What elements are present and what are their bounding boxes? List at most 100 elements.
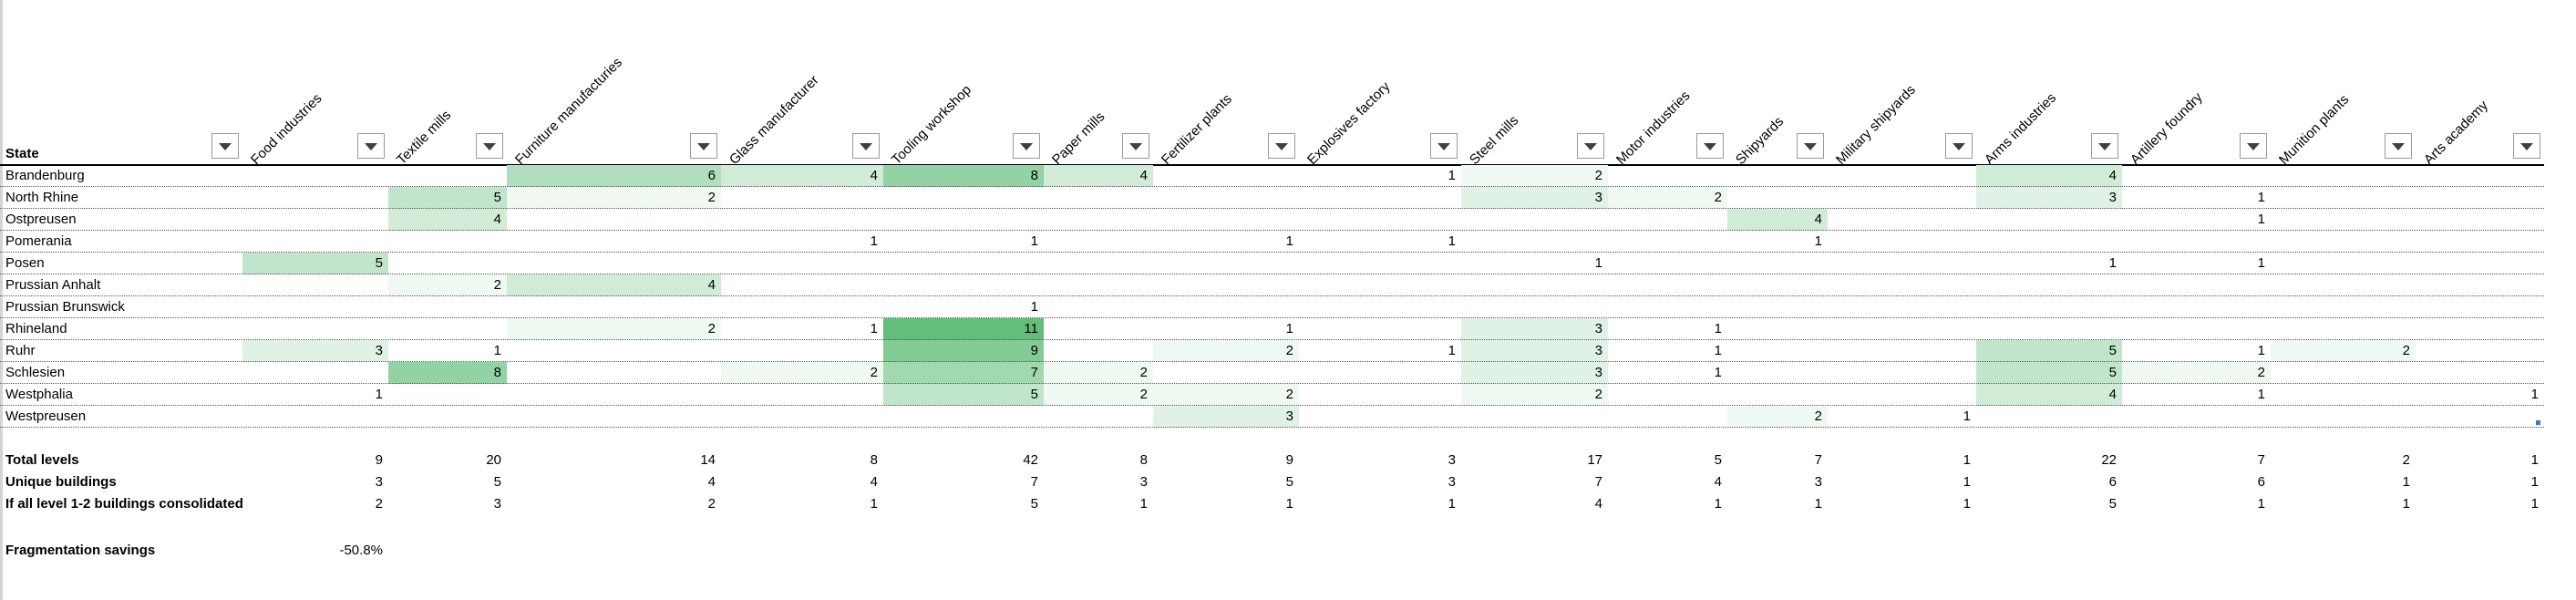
data-cell[interactable] — [242, 362, 388, 384]
row-state-label[interactable]: Rhineland — [5, 321, 67, 336]
filter-dropdown-icon[interactable] — [357, 133, 385, 159]
data-cell[interactable] — [1608, 253, 1727, 274]
data-cell[interactable] — [2271, 253, 2416, 274]
data-cell[interactable] — [2416, 209, 2544, 231]
data-cell[interactable]: 2 — [507, 187, 721, 209]
summary-cell[interactable]: 2 — [2402, 452, 2410, 468]
data-cell[interactable] — [2122, 296, 2271, 318]
data-cell[interactable] — [2271, 296, 2416, 318]
data-cell[interactable] — [1044, 253, 1153, 274]
data-cell[interactable]: 2 — [1608, 187, 1727, 209]
data-cell[interactable]: 1 — [1448, 343, 1456, 358]
data-cell[interactable] — [1976, 406, 2122, 428]
summary-cell[interactable]: 1 — [1963, 452, 1971, 468]
summary-cell[interactable]: 1 — [2402, 474, 2410, 490]
column-header[interactable]: Military shipyards — [1828, 0, 1976, 168]
column-header[interactable]: Tooling workshop — [883, 0, 1044, 168]
data-cell[interactable] — [1153, 296, 1299, 318]
data-cell[interactable] — [2416, 231, 2544, 253]
filter-dropdown-icon[interactable] — [2091, 133, 2118, 159]
data-cell[interactable]: 4 — [1727, 209, 1828, 231]
data-cell[interactable] — [2271, 318, 2416, 340]
filter-dropdown-icon[interactable] — [852, 133, 880, 159]
data-cell[interactable]: 2 — [507, 318, 721, 340]
data-cell[interactable] — [2416, 318, 2544, 340]
data-cell[interactable] — [883, 187, 1044, 209]
summary-cell[interactable]: 1 — [1448, 496, 1456, 512]
data-cell[interactable]: 3 — [1461, 340, 1608, 362]
data-cell[interactable]: 2 — [2271, 340, 2416, 362]
data-cell[interactable] — [388, 384, 507, 406]
summary-cell[interactable]: 1 — [2530, 496, 2539, 512]
data-cell[interactable] — [1976, 231, 2122, 253]
summary-cell[interactable]: 9 — [375, 452, 383, 468]
filter-dropdown-icon[interactable] — [476, 133, 503, 159]
summary-cell[interactable]: 3 — [493, 496, 501, 512]
data-cell[interactable]: 1 — [493, 343, 501, 358]
data-cell[interactable]: 3 — [1461, 318, 1608, 340]
data-cell[interactable]: 3 — [1153, 406, 1299, 428]
data-cell[interactable] — [1828, 318, 1976, 340]
data-cell[interactable] — [2416, 406, 2544, 428]
data-cell[interactable] — [242, 318, 388, 340]
data-cell[interactable] — [2416, 296, 2544, 318]
filter-dropdown-icon[interactable] — [2240, 133, 2267, 159]
data-cell[interactable]: 5 — [388, 187, 507, 209]
data-cell[interactable] — [1828, 296, 1976, 318]
data-cell[interactable] — [883, 274, 1044, 296]
data-cell[interactable] — [2416, 340, 2544, 362]
data-cell[interactable]: 5 — [1976, 340, 2122, 362]
data-cell[interactable] — [1299, 406, 1461, 428]
row-state-label[interactable]: Brandenburg — [5, 168, 85, 183]
column-header[interactable]: Steel mills — [1461, 0, 1608, 168]
filter-dropdown-icon[interactable] — [1945, 133, 1973, 159]
data-cell[interactable] — [507, 384, 721, 406]
summary-cell[interactable]: 4 — [1714, 474, 1722, 490]
summary-cell[interactable]: 3 — [1814, 474, 1822, 490]
data-cell[interactable] — [1153, 209, 1299, 231]
data-cell[interactable] — [1044, 187, 1153, 209]
data-cell[interactable]: 3 — [1461, 187, 1608, 209]
data-cell[interactable] — [1044, 274, 1153, 296]
data-cell[interactable] — [1727, 165, 1828, 187]
filter-dropdown-icon[interactable] — [1430, 133, 1458, 159]
data-cell[interactable] — [1976, 318, 2122, 340]
data-cell[interactable]: 1 — [1448, 168, 1456, 183]
data-cell[interactable] — [1828, 209, 1976, 231]
data-cell[interactable] — [1828, 362, 1976, 384]
data-cell[interactable]: 3 — [1976, 187, 2122, 209]
data-cell[interactable] — [2271, 231, 2416, 253]
data-cell[interactable]: 2 — [388, 274, 507, 296]
row-state-label[interactable]: Posen — [5, 255, 45, 271]
data-cell[interactable] — [507, 209, 721, 231]
data-cell[interactable]: 4 — [1044, 165, 1153, 187]
data-cell[interactable] — [1044, 340, 1153, 362]
filter-dropdown-icon[interactable] — [2385, 133, 2412, 159]
data-cell[interactable] — [2416, 253, 2544, 274]
data-cell[interactable]: 4 — [1976, 384, 2122, 406]
summary-cell[interactable]: 42 — [1023, 452, 1038, 468]
data-cell[interactable] — [2416, 274, 2544, 296]
data-cell[interactable] — [1299, 253, 1461, 274]
summary-cell[interactable]: 5 — [2108, 496, 2117, 512]
data-cell[interactable] — [1299, 318, 1461, 340]
data-cell[interactable] — [2271, 187, 2416, 209]
data-cell[interactable] — [721, 406, 883, 428]
column-header[interactable]: Food industries — [242, 0, 388, 168]
summary-row-label[interactable]: Unique buildings — [5, 474, 117, 490]
data-cell[interactable] — [1727, 296, 1828, 318]
data-cell[interactable] — [2271, 209, 2416, 231]
data-cell[interactable]: 1 — [1285, 321, 1293, 336]
data-cell[interactable]: 2 — [1044, 384, 1153, 406]
summary-cell[interactable]: 14 — [700, 452, 716, 468]
data-cell[interactable]: 11 — [883, 318, 1044, 340]
column-header[interactable]: Munition plants — [2271, 0, 2416, 168]
summary-cell[interactable]: 4 — [1594, 496, 1602, 512]
summary-cell[interactable]: 6 — [2108, 474, 2117, 490]
fragmentation-value[interactable]: -50.8% — [339, 543, 383, 558]
summary-cell[interactable]: 1 — [1963, 496, 1971, 512]
data-cell[interactable] — [721, 340, 883, 362]
data-cell[interactable] — [242, 231, 388, 253]
column-header[interactable]: Explosives factory — [1299, 0, 1461, 168]
data-cell[interactable] — [1299, 362, 1461, 384]
